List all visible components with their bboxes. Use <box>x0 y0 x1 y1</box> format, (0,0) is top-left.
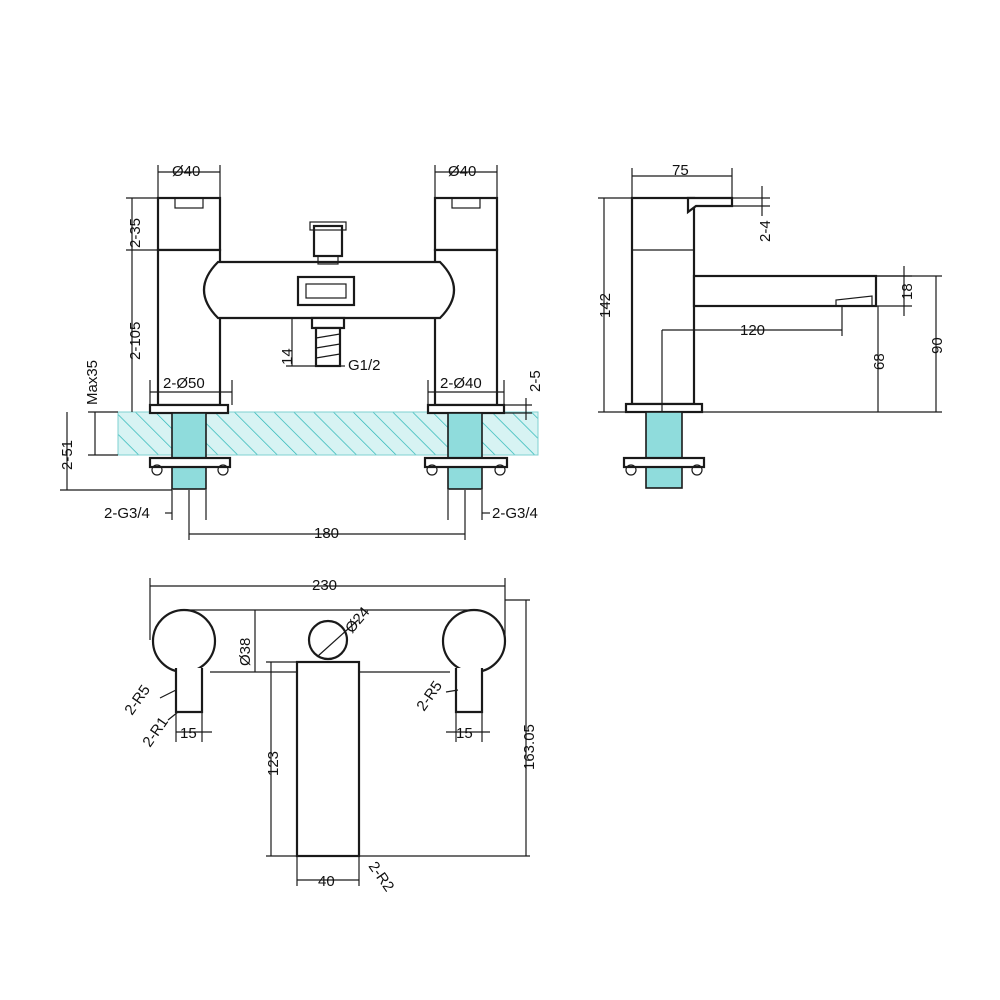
dim-base-diameter-right: 2-Ø40 <box>440 375 482 392</box>
side-backnut <box>622 456 706 469</box>
dim-spout-top-height: 90 <box>929 337 946 354</box>
dim-handle-thickness: 2-4 <box>757 220 774 242</box>
dim-inlet-right: 2-G3/4 <box>492 505 538 522</box>
dim-overall-width: 230 <box>312 577 337 594</box>
dim-total-height: 142 <box>597 293 614 318</box>
dim-outlet-thread: G1/2 <box>348 357 381 374</box>
top-right-handle <box>441 608 507 674</box>
top-left-handle <box>151 608 217 674</box>
top-diverter <box>307 619 349 661</box>
diverter-knob-top <box>309 221 347 231</box>
side-spout <box>692 274 878 308</box>
left-backnut <box>148 456 232 469</box>
dim-lever-tip-radius: 2-R1 <box>139 714 172 750</box>
right-backnut <box>423 456 509 469</box>
dim-base-diameter-left: 2-Ø50 <box>163 375 205 392</box>
dim-handle-height: 2-35 <box>127 218 144 248</box>
dim-lever-width-left: 15 <box>180 725 197 742</box>
dim-spout-corner-radius: 2-R2 <box>365 859 398 895</box>
side-column <box>630 196 696 406</box>
dim-max-deck: Max35 <box>84 360 101 405</box>
dim-outlet-height: 14 <box>279 348 296 365</box>
dim-spout-length: 123 <box>265 751 282 776</box>
diverter-stem <box>317 255 339 265</box>
left-base-flange <box>148 403 230 415</box>
left-handle-cap <box>174 197 204 209</box>
dim-deck-total: 2-51 <box>59 440 76 470</box>
right-inlet-pipe <box>447 412 483 490</box>
dim-handle-circle: Ø38 <box>237 638 254 666</box>
dim-lever-radius-right: 2-R5 <box>413 678 446 714</box>
top-left-lever <box>174 668 204 714</box>
dim-centers: 180 <box>314 525 339 542</box>
side-base-flange <box>624 402 704 414</box>
dim-handle-length: 75 <box>672 162 689 179</box>
outlet-nut <box>310 316 346 330</box>
side-handle <box>686 196 734 215</box>
front-view: Ø40 Ø40 2-35 2-105 Max35 2-51 2-Ø50 2-Ø4… <box>59 163 544 542</box>
dim-depth: 163.05 <box>521 724 538 770</box>
diverter-knob <box>312 224 344 258</box>
dim-inlet-left: 2-G3/4 <box>104 505 150 522</box>
dim-handle-diameter-right: Ø40 <box>448 163 476 180</box>
diverter-inner <box>305 283 347 299</box>
dim-body-height: 2-105 <box>127 322 144 360</box>
dim-base-thickness: 2-5 <box>527 370 544 392</box>
dim-spout-clearance: 68 <box>871 353 888 370</box>
left-handle <box>156 196 222 252</box>
side-view: 75 2-4 142 18 90 120 68 <box>597 162 946 489</box>
right-handle <box>433 196 499 252</box>
dim-handle-diameter-left: Ø40 <box>172 163 200 180</box>
top-right-lever <box>454 668 484 714</box>
dim-diverter: Ø24 <box>342 604 373 637</box>
dim-lever-width-right: 15 <box>456 725 473 742</box>
side-inlet-pipe <box>645 411 683 489</box>
dim-spout-width: 40 <box>318 873 335 890</box>
left-inlet-pipe <box>171 412 207 490</box>
top-view: 230 163.05 Ø38 Ø24 2-R5 2-R1 15 2-R5 15 … <box>121 577 538 895</box>
dim-spout-thickness: 18 <box>899 283 916 300</box>
top-spout <box>295 660 361 858</box>
dim-spout-reach: 120 <box>740 322 765 339</box>
right-base-flange <box>426 403 506 415</box>
right-handle-cap <box>451 197 481 209</box>
dim-lever-radius-left: 2-R5 <box>121 682 154 718</box>
side-spout-outlet <box>835 295 873 306</box>
diverter-window <box>296 275 356 307</box>
